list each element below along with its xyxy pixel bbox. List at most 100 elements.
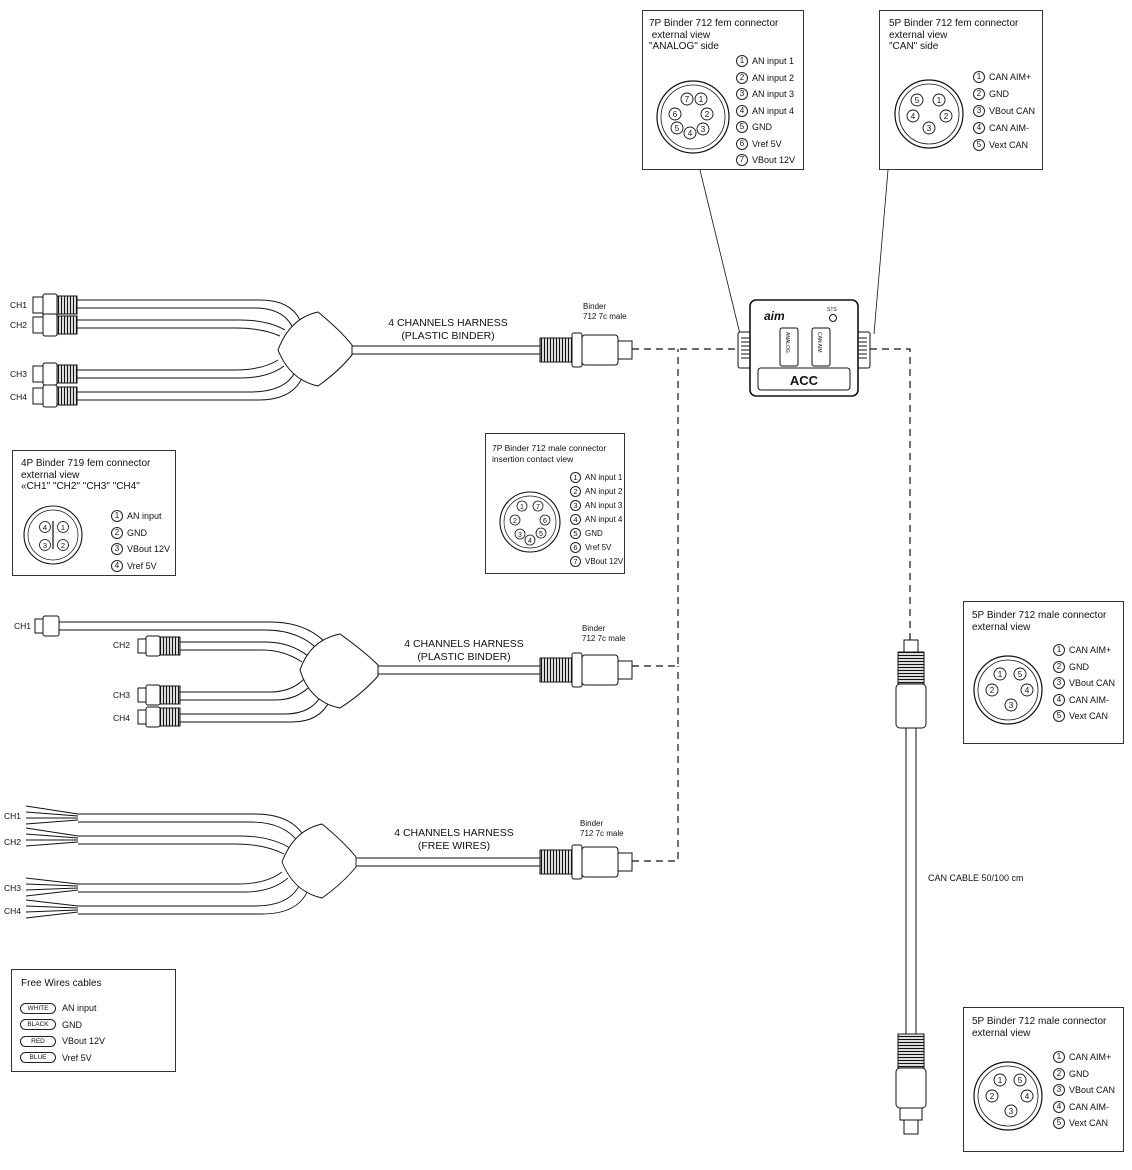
wire-color-badge: WHITE xyxy=(20,1002,56,1014)
harness-2-ch1-plug xyxy=(34,615,60,637)
h3-connector-line2: 712 7c male xyxy=(580,829,624,838)
harness-1-branch-ch4 xyxy=(77,371,296,393)
face-5p-male-a-pin-5: 5 xyxy=(1018,670,1023,679)
harness-3-binder-connector xyxy=(539,844,633,880)
harness-3-ch2-wires xyxy=(25,827,79,847)
face-7p-fem-pin-7: 7 xyxy=(685,95,690,104)
face-5p-fem-pin-5: 5 xyxy=(915,96,920,105)
box-can-5p-fem-title: 5P Binder 712 fem connector external vie… xyxy=(889,18,1019,52)
face-5p-male-a-pin-1: 1 xyxy=(998,670,1003,679)
h1-title: 4 CHANNELS HARNESS xyxy=(388,317,508,329)
harness-1 xyxy=(32,293,633,408)
h3-ch4: CH4 xyxy=(4,906,21,916)
harness-1-branch-ch3 xyxy=(77,359,279,371)
face-7p-fem-pin-5: 5 xyxy=(675,124,680,133)
can-cable-top-tip xyxy=(903,639,919,653)
h3-ch2: CH2 xyxy=(4,837,21,847)
harness-1-branch-ch1 xyxy=(77,299,301,321)
can-cable-label: CAN CABLE 50/100 cm xyxy=(928,873,1024,883)
harness-1-ch4-plug xyxy=(32,384,78,408)
dashed-links xyxy=(632,348,911,862)
box-fem-4p-719-title: 4P Binder 719 fem connector external vie… xyxy=(21,458,151,492)
harness-3-ch1-wires xyxy=(25,805,79,825)
harness-3-ch4-wires xyxy=(25,899,79,919)
free-wires-title: Free Wires cables xyxy=(21,978,102,989)
box-male-5p-a-title: 5P Binder 712 male connector external vi… xyxy=(972,610,1107,633)
face-5p-male-a-pin-4: 4 xyxy=(1025,686,1030,695)
h2-ch2: CH2 xyxy=(113,640,130,650)
face-5p-male-b-pin-1: 1 xyxy=(998,1076,1003,1085)
acc-led-label: STS xyxy=(827,307,837,313)
can-cable-bottom-tip xyxy=(903,1119,919,1135)
face-7p-fem-pin-1: 1 xyxy=(699,95,704,104)
harness-2-splitter xyxy=(299,633,379,709)
harness-1-ch3-plug xyxy=(32,362,78,386)
leader-analog xyxy=(699,169,741,335)
harness-2-binder-connector xyxy=(539,652,633,688)
h1-connector-line1: Binder xyxy=(583,302,606,311)
face-5p-male-b-pin-5: 5 xyxy=(1018,1076,1023,1085)
harness-labels: CH1 CH2 CH3 CH4 4 CHANNELS HARNESS (PLAS… xyxy=(4,300,1024,916)
face-5p-male-b-pin-3: 3 xyxy=(1009,1107,1014,1116)
h3-subtitle: (FREE WIRES) xyxy=(418,840,490,852)
leader-lines xyxy=(699,169,889,335)
face-7p-male-pin-6: 6 xyxy=(543,518,547,525)
harness-1-ch2-plug xyxy=(32,313,78,337)
harness-3-splitter xyxy=(281,823,357,899)
face-7p-male-pin-5: 5 xyxy=(539,531,543,538)
harness-2 xyxy=(34,615,633,728)
face-4p-pin-4: 4 xyxy=(43,523,47,532)
acc-status-led xyxy=(829,314,837,322)
link-harness-2 xyxy=(632,349,679,667)
face-7p-fem: 12 34 56 7 xyxy=(656,80,730,154)
h2-ch3: CH3 xyxy=(113,690,130,700)
wire-color-badge: BLUE xyxy=(20,1052,56,1064)
h1-ch3: CH3 xyxy=(10,369,27,379)
face-7p-male-pin-3: 3 xyxy=(518,532,522,539)
face-5p-fem-pin-3: 3 xyxy=(927,124,932,133)
harness-3 xyxy=(25,805,633,919)
box-male-5p-b: 5P Binder 712 male connector external vi… xyxy=(963,1007,1124,1152)
face-5p-fem-pin-4: 4 xyxy=(911,112,916,121)
h2-title: 4 CHANNELS HARNESS xyxy=(404,638,524,650)
h2-connector-line2: 712 7c male xyxy=(582,634,626,643)
face-5p-male-b-pin-2: 2 xyxy=(990,1092,995,1101)
face-5p-fem-pin-1: 1 xyxy=(937,96,942,105)
h3-title: 4 CHANNELS HARNESS xyxy=(394,827,514,839)
